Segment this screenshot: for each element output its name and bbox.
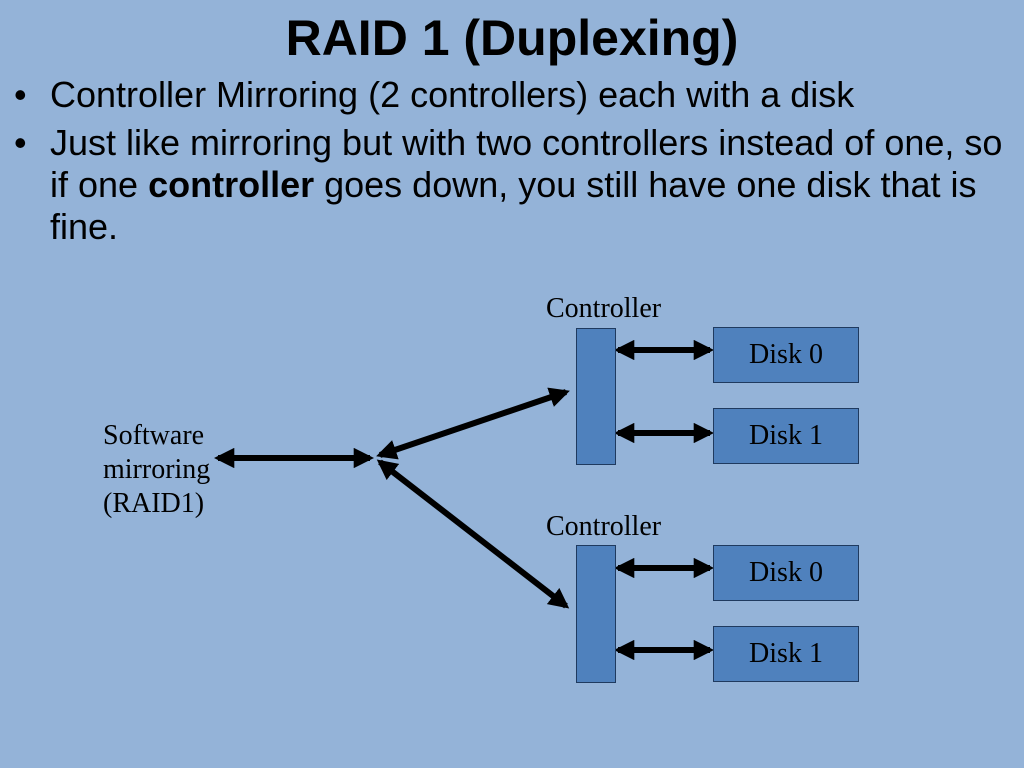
controller-2-disk-1: Disk 1 (713, 626, 859, 682)
controller-1-disk-1: Disk 1 (713, 408, 859, 464)
junction-to-controller-2-arrow (376, 459, 570, 609)
software-label-line-3: (RAID1) (103, 488, 205, 519)
controller-1-bar (576, 328, 616, 465)
bullet-item-2: Just like mirroring but with two control… (12, 122, 1012, 248)
controller-2-bar (576, 545, 616, 683)
bullet-text-2-pre: Just like mirroring but with two control… (50, 122, 1003, 205)
bullet-item-1: Controller Mirroring (2 controllers) eac… (12, 74, 1012, 116)
bullet-text-2-post: goes down, you still have one disk that … (50, 164, 977, 247)
bullet-text-2-bold: controller (148, 164, 315, 205)
junction-to-controller-1-arrow (376, 387, 570, 460)
software-mirroring-label: Software mirroring (RAID1) (103, 419, 210, 521)
slide-title: RAID 1 (Duplexing) (285, 10, 739, 66)
bullet-list: Controller Mirroring (2 controllers) eac… (12, 74, 1012, 254)
bullet-text-1: Controller Mirroring (2 controllers) eac… (50, 74, 855, 115)
controller-1-disk-0: Disk 0 (713, 327, 859, 383)
controller-1-label: Controller (546, 293, 662, 324)
controller-2-label: Controller (546, 511, 662, 542)
controller-2-disk-0: Disk 0 (713, 545, 859, 601)
software-label-line-1: Software (103, 420, 205, 451)
software-label-line-2: mirroring (103, 454, 211, 485)
